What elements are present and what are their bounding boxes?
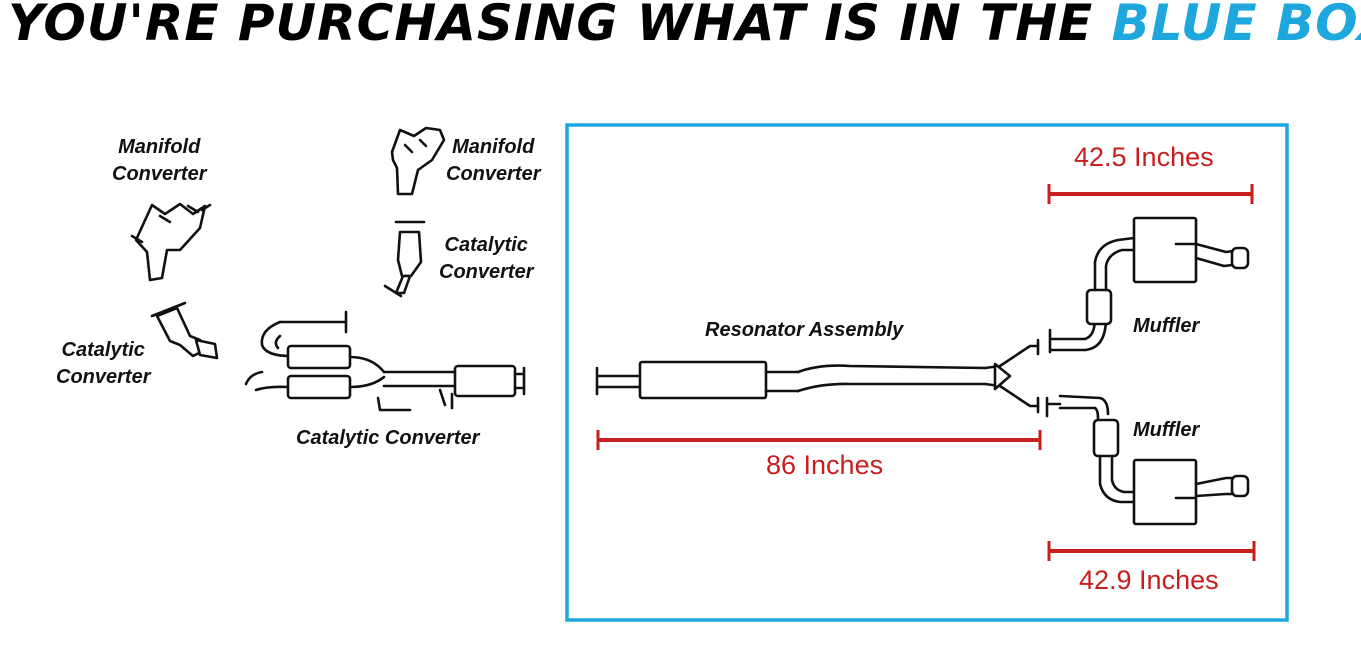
muffler-bottom-icon (1045, 394, 1250, 526)
label-manifold-converter-right: Manifold Converter (446, 134, 540, 188)
label-line: Manifold (118, 136, 201, 158)
label-line: Manifold (452, 136, 535, 158)
measurement-middle: 86 Inches (766, 450, 884, 480)
muffler-top-icon (1048, 216, 1250, 354)
label-line: Converter (446, 163, 541, 185)
label-line: Catalytic (61, 339, 145, 361)
catalytic-converter-upper-icon (383, 220, 426, 298)
measure-line-bottom (1047, 541, 1256, 561)
label-line: Converter (56, 366, 151, 388)
label-manifold-converter-left: Manifold Converter (112, 134, 206, 188)
manifold-converter-right-icon (390, 126, 446, 196)
measurement-bottom: 42.9 Inches (1079, 565, 1219, 595)
label-muffler-bottom: Muffler (1133, 419, 1200, 441)
label-resonator-assembly: Resonator Assembly (705, 319, 904, 341)
label-line: Converter (439, 261, 534, 283)
label-muffler-top: Muffler (1133, 315, 1200, 337)
headline-highlight: BLUE BOX (1111, 0, 1361, 52)
label-catalytic-converter-upper: Catalytic Converter (439, 232, 533, 286)
resonator-assembly-icon (595, 338, 1040, 414)
y-pipe-catalytic-converters-icon (244, 310, 526, 412)
headline-text: YOU'RE PURCHASING WHAT IS IN THE (8, 0, 1112, 52)
measure-line-top (1047, 184, 1254, 204)
label-line: Catalytic (444, 234, 528, 256)
blue-box (565, 123, 1289, 622)
label-catalytic-converter-left: Catalytic Converter (56, 337, 150, 391)
label-line: Converter (112, 163, 207, 185)
label-catalytic-converter-bottom: Catalytic Converter (296, 427, 480, 449)
measurement-top: 42.5 Inches (1074, 142, 1214, 172)
manifold-converter-left-icon (130, 202, 212, 282)
measure-line-middle (596, 430, 1042, 450)
catalytic-converter-left-icon (150, 301, 219, 360)
headline: YOU'RE PURCHASING WHAT IS IN THE BLUE BO… (8, 0, 1361, 52)
